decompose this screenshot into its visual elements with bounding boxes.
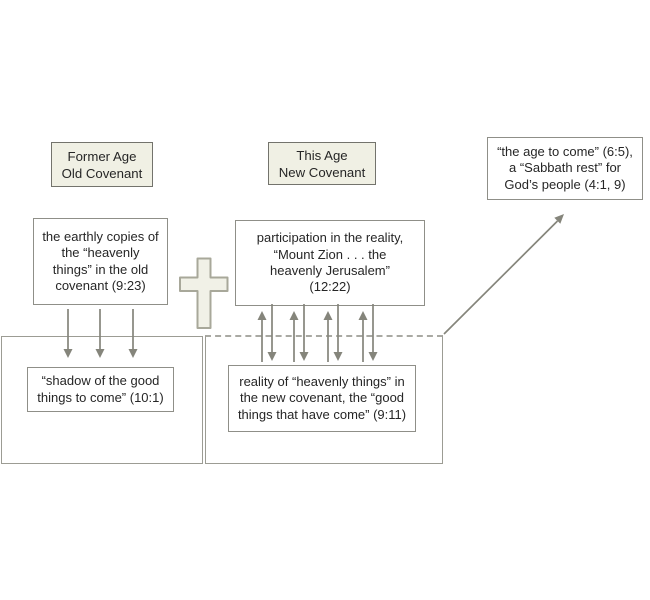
box-line: things to come” (10:1) [37,389,164,405]
box-line: a “Sabbath rest” for [509,160,621,176]
header-former-age-box: Former Age Old Covenant [51,142,153,187]
box-line: “the age to come” (6:5), [497,143,633,159]
box-line: “shadow of the good [41,373,160,389]
box-shadow: “shadow of the good things to come” (10:… [27,367,174,412]
box-line: the earthly copies of [42,228,159,244]
box-line: things that have come” (9:11) [237,406,407,422]
box-line: covenant (9:23) [55,277,146,293]
header-this-age-box: This Age New Covenant [268,142,376,185]
box-line: participation in the reality, [256,230,404,246]
box-line: “Mount Zion . . . the [273,246,387,262]
box-earthly-copies: the earthly copies of the “heavenly thin… [33,218,168,305]
box-line: the new covenant, the “good [239,390,405,406]
container-old-covenant [1,336,203,464]
header-line: New Covenant [278,164,366,180]
box-reality: reality of “heavenly things” in the new … [228,365,416,432]
box-line: (12:22) [309,279,351,295]
box-line: things” in the old [52,261,149,277]
diagonal-arrow-icon [443,214,564,335]
header-line: Old Covenant [61,165,143,181]
header-line: Former Age [67,148,137,164]
header-line: This Age [296,147,348,163]
box-line: the “heavenly [61,245,140,261]
box-age-to-come: “the age to come” (6:5), a “Sabbath rest… [487,137,643,200]
cross-icon [179,257,229,329]
box-participation: participation in the reality, “Mount Zio… [235,220,425,306]
box-line: reality of “heavenly things” in [239,373,405,389]
box-line: God’s people (4:1, 9) [504,176,626,192]
container-new-covenant [205,335,443,464]
box-line: heavenly Jerusalem” [270,263,390,278]
